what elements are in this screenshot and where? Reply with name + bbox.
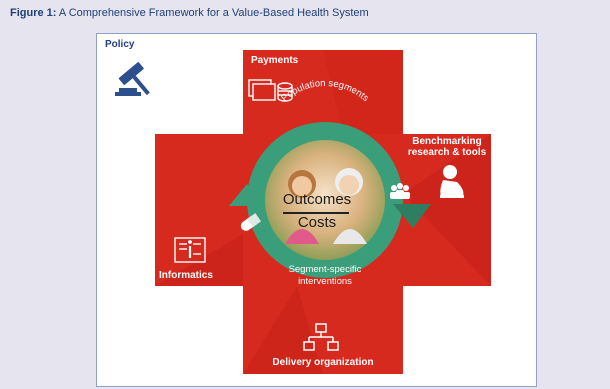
ring-bottom-line2: interventions <box>298 276 352 287</box>
benchmarking-label: Benchmarking research & tools <box>406 136 488 158</box>
ring-bottom-line1: Segment-specific <box>289 264 362 275</box>
pill-icon <box>240 213 262 231</box>
framework-graphic: Population segments Segment-specific int… <box>115 50 491 374</box>
outcomes-label: Outcomes <box>282 191 352 208</box>
informatics-label: Informatics <box>159 270 213 281</box>
benchmarking-label-line2: research & tools <box>407 147 487 158</box>
gavel-icon <box>115 62 150 96</box>
benchmarking-label-line1: Benchmarking <box>412 136 482 147</box>
money-icon <box>248 79 293 102</box>
policy-label: Policy <box>105 39 135 50</box>
informatics-screen-icon <box>174 237 206 263</box>
people-icon <box>390 183 410 199</box>
family-photo <box>285 168 367 244</box>
framework-diagram: Population segments Segment-specific int… <box>96 33 537 387</box>
org-chart-icon <box>303 323 339 351</box>
costs-label: Costs <box>297 214 337 231</box>
payments-label: Payments <box>251 55 299 66</box>
figure-caption: A Comprehensive Framework for a Value-Ba… <box>58 7 369 19</box>
fraction-divider <box>283 212 349 214</box>
delivery-organization-label: Delivery organization <box>272 357 374 368</box>
figure-label: Figure 1: <box>10 7 57 19</box>
bust-icon <box>440 165 464 198</box>
figure-title: Figure 1: A Comprehensive Framework for … <box>10 7 369 19</box>
